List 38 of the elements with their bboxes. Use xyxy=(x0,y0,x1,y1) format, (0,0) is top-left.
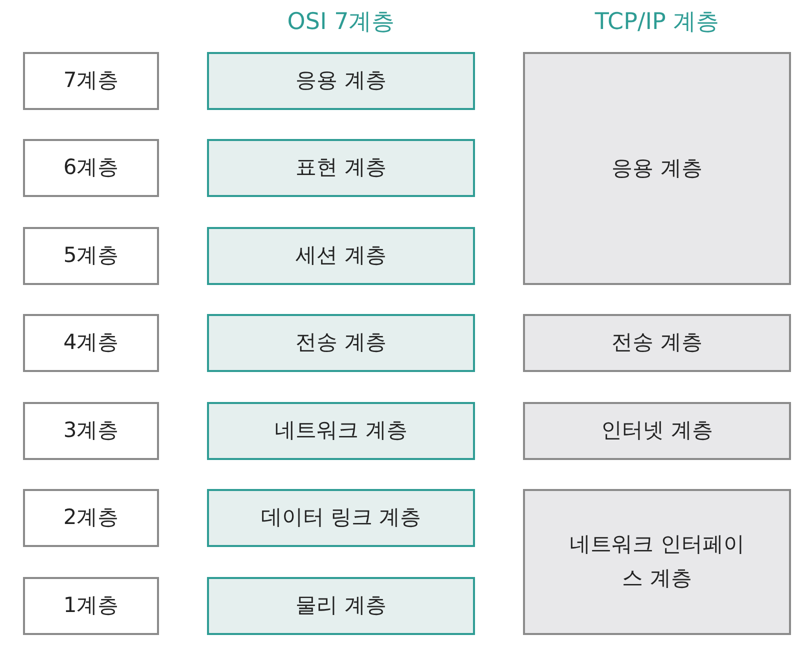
layer-name: 표현 계층 xyxy=(296,154,386,182)
layer-name: 3계층 xyxy=(63,417,119,444)
layer-number-box xyxy=(23,577,159,635)
layer-name: 물리 계층 xyxy=(296,592,386,620)
layer-name: 1계층 xyxy=(63,592,119,620)
layer-number-box xyxy=(23,489,159,547)
layer-name: 응용 계층 xyxy=(296,67,386,94)
layer-number-box xyxy=(23,227,159,285)
osi-layer-box xyxy=(207,489,475,547)
osi-layer-box xyxy=(207,139,475,197)
layer-number-box xyxy=(23,314,159,372)
layer-name: 7계층 xyxy=(63,67,119,94)
osi-layer-box xyxy=(207,314,475,372)
tcpip-layer-box xyxy=(523,52,791,285)
layer-name: 네트워크 인터페이스 계층 xyxy=(568,531,746,592)
layer-name: 전송 계층 xyxy=(612,329,702,356)
layer-name: 응용 계층 xyxy=(612,154,702,182)
layer-name: 6계층 xyxy=(63,154,119,182)
layer-name: 네트워크 계층 xyxy=(274,417,408,444)
layer-name: 인터넷 계층 xyxy=(601,417,713,444)
layer-name: 4계층 xyxy=(63,329,119,356)
tcpip-layer-box xyxy=(523,402,791,460)
layer-name: 전송 계층 xyxy=(296,329,386,356)
layer-name: 2계층 xyxy=(63,504,119,532)
osi-layer-box xyxy=(207,52,475,110)
osi-layer-box xyxy=(207,227,475,285)
layer-number-box xyxy=(23,139,159,197)
osi-layer-box xyxy=(207,577,475,635)
layer-name: 5계층 xyxy=(63,242,119,270)
tcpip-layer-box xyxy=(523,314,791,372)
osi-layer-box xyxy=(207,402,475,460)
column-heading: OSI 7계층 xyxy=(286,8,396,37)
layer-name: 세션 계층 xyxy=(296,242,386,270)
layer-number-box xyxy=(23,52,159,110)
layer-name: 데이터 링크 계층 xyxy=(260,504,422,532)
column-heading: TCP/IP 계층 xyxy=(594,8,720,37)
tcpip-layer-box xyxy=(523,489,791,635)
layer-number-box xyxy=(23,402,159,460)
